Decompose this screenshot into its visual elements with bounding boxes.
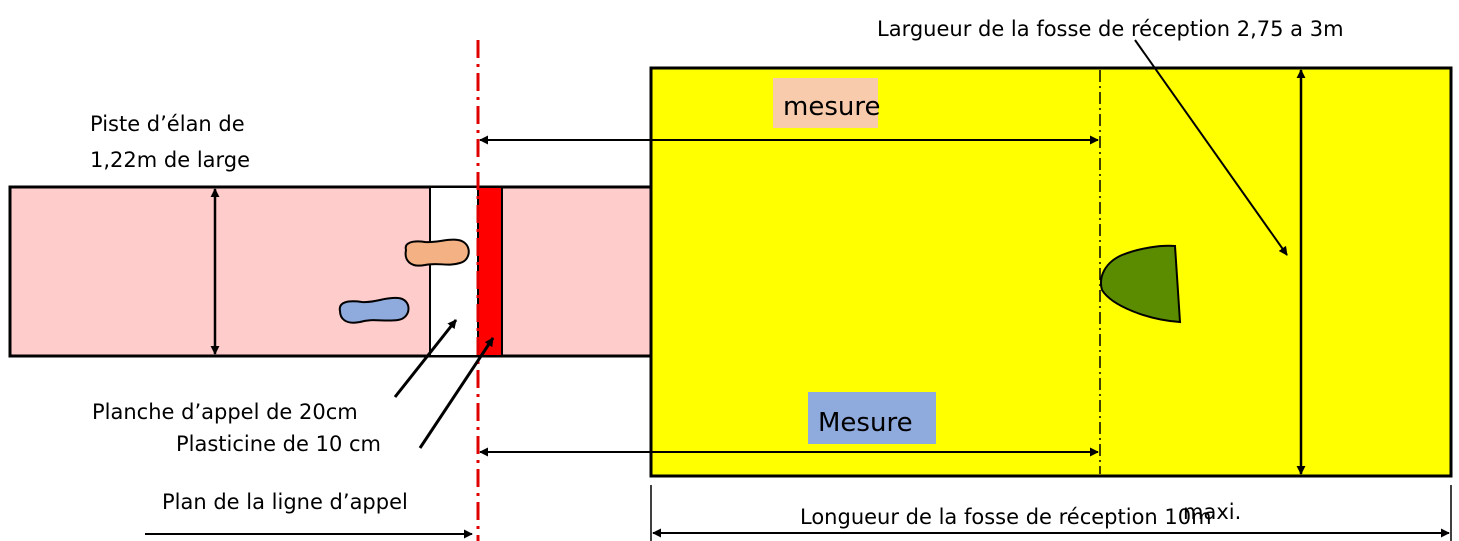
pit-width-label: Largueur de la fosse de réception 2,75 a… <box>877 17 1344 41</box>
runway-title-line1: Piste d’élan de <box>90 112 245 136</box>
takeoff-line-plane-label: Plan de la ligne d’appel <box>162 490 408 514</box>
landing-pit <box>649 66 1453 478</box>
landing-mark <box>1100 244 1182 324</box>
plasticine-pointer <box>418 337 495 449</box>
footprint-orange <box>404 238 470 267</box>
plasticine-strip <box>477 186 503 357</box>
runway <box>8 185 653 358</box>
pit-width-pointer <box>1134 39 1288 256</box>
pit-length-suffix: maxi. <box>1183 500 1241 524</box>
measure-top-label: mesure <box>783 92 880 122</box>
measure-bottom-label: Mesure <box>818 408 913 438</box>
takeoff-board <box>429 186 479 357</box>
footprint-blue <box>338 296 410 324</box>
measure-bottom-label-bg <box>808 392 936 444</box>
measure-top-label-bg <box>773 78 878 128</box>
pit-length-label: Longueur de la fosse de réception 10m <box>800 505 1212 529</box>
plasticine-label: Plasticine de 10 cm <box>176 432 381 456</box>
takeoff-board-pointer <box>393 319 458 398</box>
takeoff-board-label: Planche d’appel de 20cm <box>92 400 358 424</box>
runway-title-line2: 1,22m de large <box>90 148 250 172</box>
